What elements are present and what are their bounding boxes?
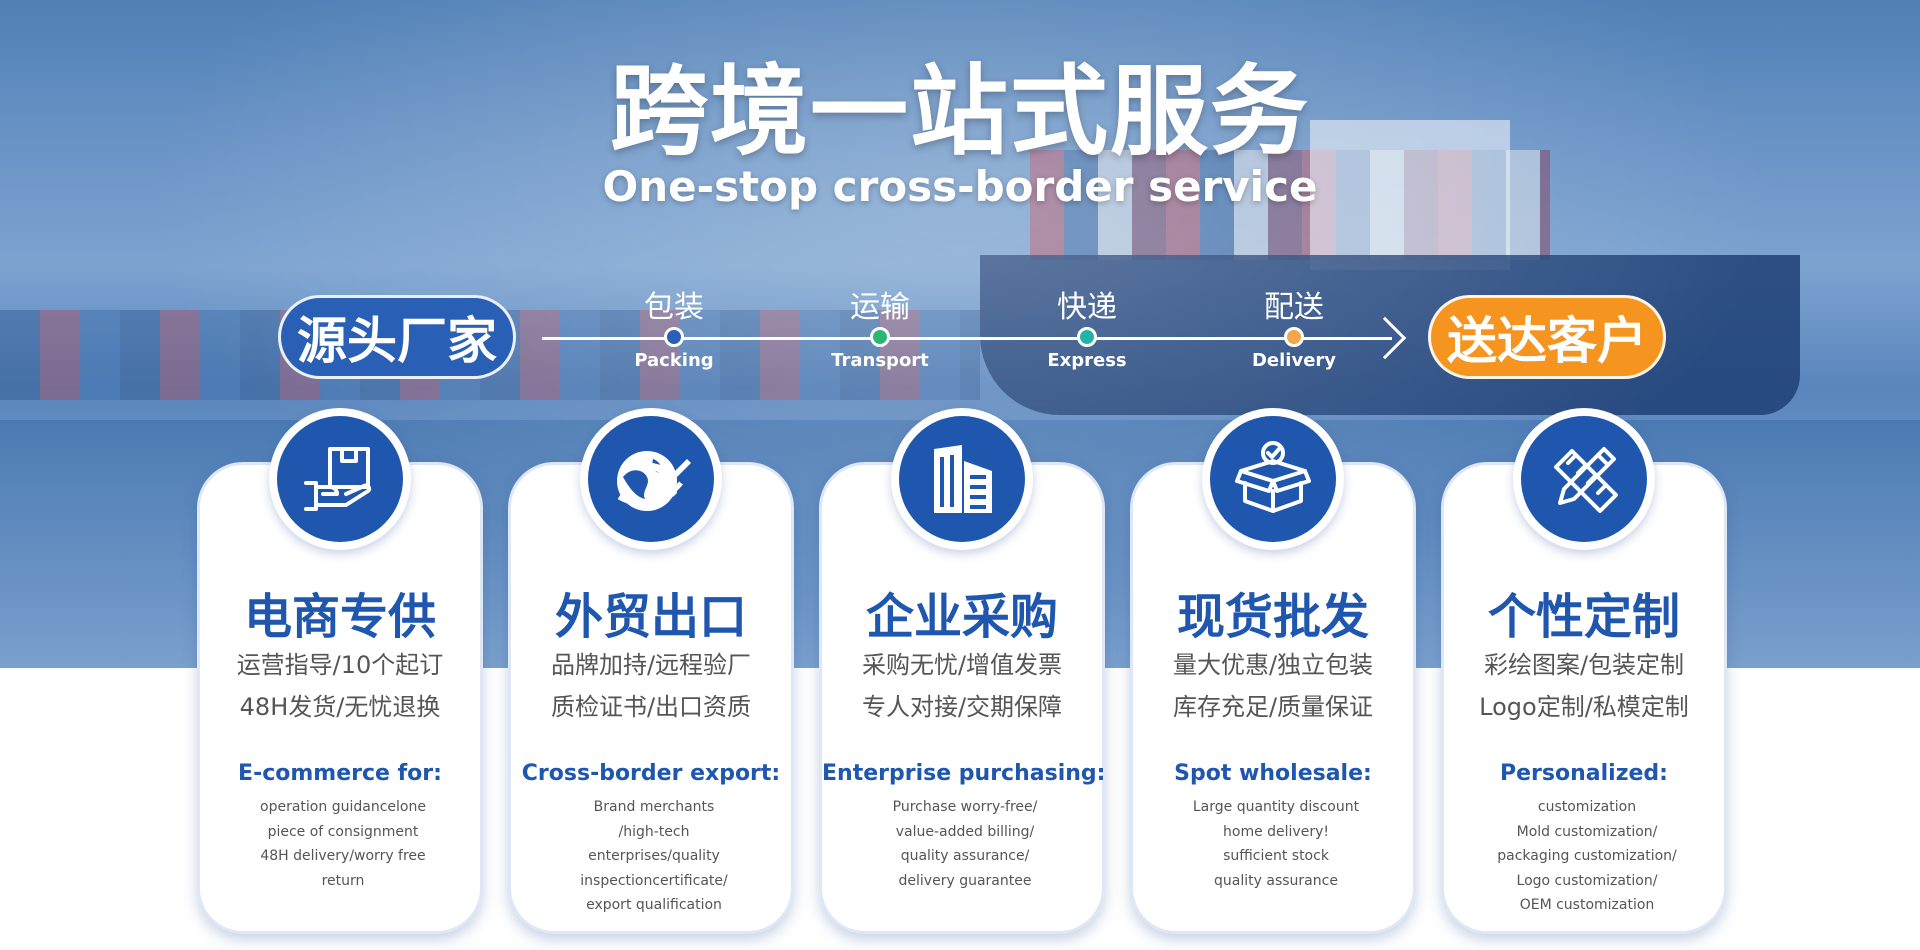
card-desc-line: home delivery! [1223, 823, 1329, 840]
card-desc-line: value-added billing/ [895, 823, 1035, 840]
card-description: operation guidancelone piece of consignm… [220, 795, 466, 893]
flow-step-en: Express [1047, 350, 1127, 371]
flow-step-en: Delivery [1251, 350, 1337, 371]
page-subtitle: One-stop cross-border service [602, 162, 1318, 211]
card-badge [269, 408, 411, 550]
card-description: Purchase worry-free/ value-added billing… [842, 795, 1088, 893]
card-en-title: Spot wholesale: [1174, 761, 1372, 786]
card-desc-line: Brand merchants [593, 799, 715, 815]
card-line: 库存充足/质量保证 [1172, 693, 1374, 721]
card-desc-line: Logo customization/ [1516, 872, 1658, 889]
flow-step-cn: 运输 [850, 290, 910, 325]
destination-customer-pill: 送达客户 [1428, 295, 1666, 379]
flow-step-dot [870, 327, 890, 347]
flow-step-dot [664, 327, 684, 347]
card-description: customization Mold customization/ packag… [1464, 795, 1710, 918]
card-desc-line: piece of consignment [267, 823, 419, 840]
card-description: Brand merchants /high-tech enterprises/q… [531, 795, 777, 918]
building-icon [899, 416, 1025, 542]
card-desc-line: operation guidancelone [260, 799, 426, 815]
pencil-ruler-icon [1521, 416, 1647, 542]
card-desc-line: quality assurance/ [900, 848, 1030, 864]
card-line: 采购无忧/增值发票 [861, 651, 1063, 679]
page-title: 跨境一站式服务 [609, 55, 1310, 169]
box-check-icon [1210, 416, 1336, 542]
card-line: 彩绘图案/包装定制 [1483, 651, 1685, 679]
flow-step-en: Packing [634, 350, 714, 371]
flow-step-dot [1284, 327, 1304, 347]
card-line: 量大优惠/独立包装 [1172, 651, 1374, 679]
card-desc-line: customization [1537, 799, 1637, 815]
flow-step-transport: 运输 Transport [800, 282, 960, 371]
card-line: Logo定制/私模定制 [1479, 693, 1689, 721]
card-line: 专人对接/交期保障 [861, 693, 1063, 721]
card-desc-line: Large quantity discount [1192, 799, 1360, 815]
card-en-title: Enterprise purchasing: [822, 761, 1106, 786]
card-line: 48H发货/无忧退换 [239, 693, 441, 721]
hand-package-icon [277, 416, 403, 542]
flow-step-cn: 快递 [1057, 290, 1117, 325]
card-desc-line: Mold customization/ [1516, 823, 1658, 840]
card-badge [1202, 408, 1344, 550]
card-badge [1513, 408, 1655, 550]
card-description: Large quantity discount home delivery! s… [1153, 795, 1399, 893]
card-desc-line: enterprises/quality [588, 848, 720, 864]
card-desc-line: Purchase worry-free/ [892, 799, 1038, 815]
flow-step-express: 快递 Express [1007, 282, 1167, 371]
card-en-title: Personalized: [1500, 761, 1668, 786]
flow-step-delivery: 配送 Delivery [1214, 282, 1374, 371]
ship-bridge [1310, 120, 1510, 270]
flow-step-cn: 包装 [644, 290, 704, 325]
flow-step-packing: 包装 Packing [594, 282, 754, 371]
card-line: 品牌加持/远程验厂 [550, 651, 752, 679]
card-desc-line: export qualification [586, 897, 722, 913]
card-desc-line: return [321, 872, 365, 889]
card-title: 电商专供 [243, 589, 436, 645]
card-desc-line: packaging customization/ [1497, 848, 1677, 864]
card-title: 现货批发 [1176, 589, 1369, 645]
globe-airplane-icon [588, 416, 714, 542]
card-desc-line: OEM customization [1519, 897, 1655, 913]
card-title: 外贸出口 [554, 589, 747, 645]
card-line: 运营指导/10个起订 [236, 651, 444, 679]
card-desc-line: delivery guarantee [898, 872, 1032, 889]
card-desc-line: quality assurance [1214, 872, 1338, 889]
card-desc-line: /high-tech [618, 823, 690, 840]
card-desc-line: 48H delivery/worry free [260, 848, 426, 864]
card-en-title: Cross-border export: [521, 761, 781, 786]
card-badge [891, 408, 1033, 550]
card-desc-line: sufficient stock [1223, 848, 1329, 864]
card-line: 质检证书/出口资质 [550, 693, 752, 721]
card-en-title: E-commerce for: [238, 761, 442, 786]
flow-step-en: Transport [831, 350, 929, 371]
flow-step-dot [1077, 327, 1097, 347]
flow-step-cn: 配送 [1264, 290, 1324, 325]
card-badge [580, 408, 722, 550]
flow-line [542, 337, 1392, 340]
card-desc-line: inspectioncertificate/ [580, 872, 728, 889]
source-factory-pill: 源头厂家 [278, 295, 516, 379]
card-title: 个性定制 [1487, 589, 1680, 645]
card-title: 企业采购 [865, 589, 1058, 645]
